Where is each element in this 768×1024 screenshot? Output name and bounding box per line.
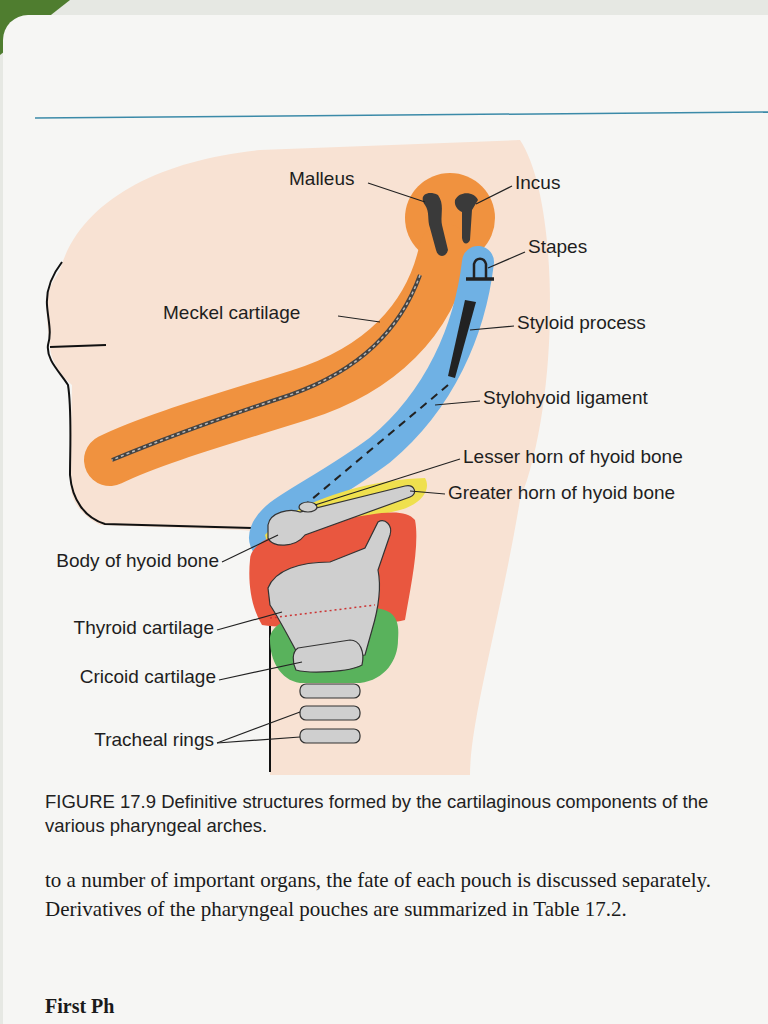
header-rule [35, 112, 768, 118]
part-label: Tracheal rings [94, 729, 214, 751]
hyoid-bone [268, 486, 415, 545]
part-label: Body of hyoid bone [56, 550, 219, 572]
leader-line [470, 326, 514, 330]
section-heading: First Ph [45, 995, 114, 1017]
tracheal-ring [300, 684, 360, 698]
leader-line [488, 252, 525, 268]
arch-boundary [270, 605, 375, 618]
stapes-bone [474, 259, 486, 278]
leader-line [338, 316, 380, 322]
meckel-rod-texture [112, 275, 420, 460]
part-label: Lesser horn of hyoid bone [463, 446, 683, 468]
meckel-rod [112, 275, 420, 460]
part-label: Stapes [528, 236, 587, 258]
leader-line [222, 535, 278, 562]
leader-line [315, 459, 460, 505]
leader-line [435, 401, 480, 405]
stapes-base [466, 277, 494, 281]
leader-line [217, 712, 300, 743]
part-label: Malleus [289, 168, 354, 190]
figure-caption: FIGURE 17.9 Definitive structures formed… [45, 790, 745, 838]
malleus-bone [423, 193, 448, 256]
cricoid-cartilage-shape [293, 640, 363, 672]
incus-bone [455, 193, 478, 243]
leader-line [217, 737, 300, 743]
mouth-line [50, 345, 106, 347]
thyroid-cartilage-shape [268, 521, 391, 658]
stylohyoid-ligament-line [305, 385, 448, 505]
styloid-process-shape [448, 300, 476, 378]
leader-line [217, 612, 282, 630]
part-label: Meckel cartilage [163, 302, 300, 324]
body-paragraph: to a number of important organs, the fat… [45, 866, 735, 924]
part-label: Greater horn of hyoid bone [448, 482, 675, 504]
leader-line [410, 491, 445, 494]
leader-line [219, 662, 302, 680]
part-label: Styloid process [517, 312, 646, 334]
tracheal-ring [300, 729, 360, 743]
tracheal-ring [300, 706, 360, 720]
leader-line [476, 186, 512, 204]
leader-line [368, 183, 425, 202]
part-label: Incus [515, 172, 560, 194]
part-label: Cricoid cartilage [80, 666, 216, 688]
part-label: Thyroid cartilage [74, 617, 214, 639]
book-page [3, 15, 768, 1024]
lesser-horn-shape [299, 502, 317, 512]
part-label: Stylohyoid ligament [483, 387, 648, 409]
face-outline [47, 262, 270, 772]
